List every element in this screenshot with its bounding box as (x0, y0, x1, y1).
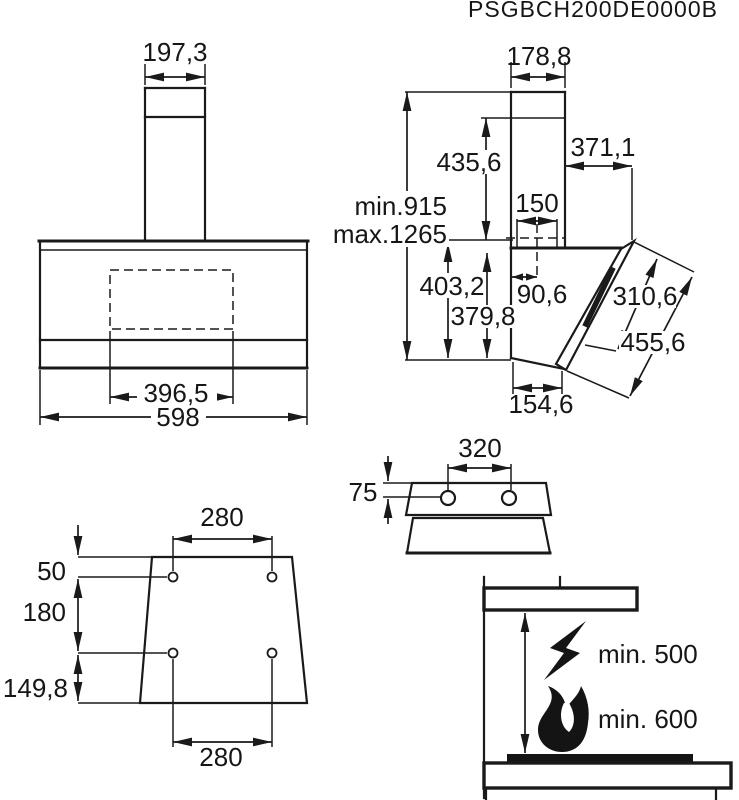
dim-front-height-to-body-top: 379,8 (450, 301, 515, 331)
clearance-view: min. 500 min. 600 (482, 575, 733, 800)
dim-bottom-depth: 154,6 (508, 389, 573, 419)
mounting-hole (266, 647, 278, 659)
top-view: 320 75 (349, 433, 553, 555)
dim-lower-holes-to-bottom: 149,8 (3, 673, 68, 703)
page-title: PSGBCH200DE0000B (468, 0, 718, 22)
dim-front-height-to-duct-line: 403,2 (419, 271, 484, 301)
dim-chimney-lower-length: 435,6 (436, 147, 501, 177)
clearance-gas-label: min. 600 (598, 704, 698, 734)
rear-cutout-dashed-outline (109, 269, 234, 330)
rear-view: 280 50 180 149,8 280 (3, 502, 309, 772)
dim-chimney-width: 197,3 (142, 37, 207, 67)
mounting-hole (266, 571, 278, 583)
hob-surface (507, 754, 693, 763)
dim-duct-width: 150 (515, 188, 558, 218)
dim-lower-hole-pitch: 280 (199, 742, 242, 772)
front-view: 197,3 396,5 598 (37, 37, 310, 432)
flame-icon (538, 686, 589, 752)
dim-glass-top-projection: 371,1 (570, 132, 635, 162)
dim-glass-total-length: 455,6 (620, 327, 685, 357)
mounting-hole (167, 571, 179, 583)
dim-total-width: 598 (156, 402, 199, 432)
clearance-electric-label: min. 500 (598, 639, 698, 669)
dim-duct-center-offset: 90,6 (517, 279, 568, 309)
dim-glass-visible-length: 310,6 (612, 281, 677, 311)
dim-height-min: min.915 (355, 191, 448, 221)
dim-rear-cutout-width: 396,5 (143, 378, 208, 408)
dim-mounting-hole-setback: 75 (349, 477, 378, 507)
dim-chimney-depth: 178,8 (506, 41, 571, 71)
dim-mounting-hole-pitch: 320 (458, 433, 501, 463)
side-view: 178,8 min.915 max.1265 435,6 371,1 150 4… (326, 41, 695, 419)
mounting-hole (167, 647, 179, 659)
hood-bottom-bar (482, 586, 639, 612)
mounting-hole (500, 489, 518, 507)
dim-upper-hole-pitch: 280 (200, 502, 243, 532)
lightning-icon (544, 621, 586, 680)
dim-height-max: max.1265 (333, 219, 447, 249)
mounting-hole (439, 489, 457, 507)
dim-top-to-upper-holes: 50 (37, 556, 66, 586)
dim-upper-to-lower-holes: 180 (23, 597, 66, 627)
counter-bar (482, 761, 733, 790)
